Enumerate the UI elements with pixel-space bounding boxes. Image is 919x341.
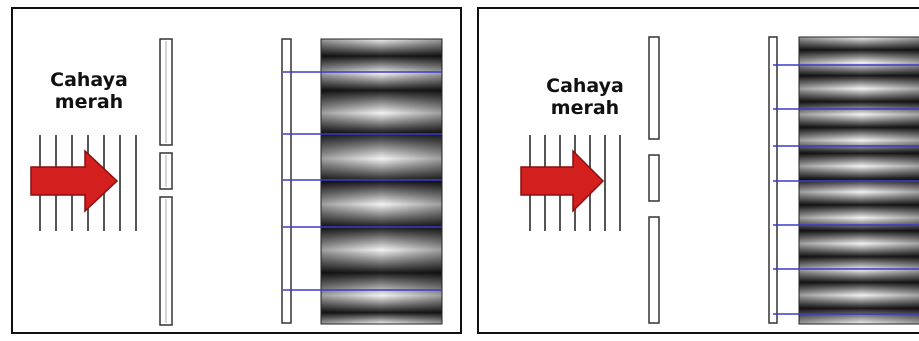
double-slit-barrier [648, 36, 660, 324]
double-slit-diagram [520, 36, 919, 325]
light-arrow [520, 149, 605, 213]
light-label-line1: Cahaya [50, 69, 128, 91]
bright-fringe-lines [773, 64, 919, 315]
diagram-panel-right: Cahaya merah [477, 7, 919, 334]
light-label: Cahaya merah [535, 75, 635, 119]
light-arrow [30, 149, 119, 213]
light-label-line2: merah [550, 97, 620, 119]
light-label-line1: Cahaya [546, 75, 624, 97]
screen [281, 38, 292, 324]
wavefront-lines [39, 135, 137, 231]
light-label-line2: merah [54, 91, 124, 113]
bright-fringe-lines [283, 71, 442, 291]
diagram-panel-left: Cahaya merah [11, 7, 462, 334]
light-label: Cahaya merah [39, 69, 139, 113]
double-slit-diagram [30, 38, 443, 326]
screen [768, 36, 778, 324]
